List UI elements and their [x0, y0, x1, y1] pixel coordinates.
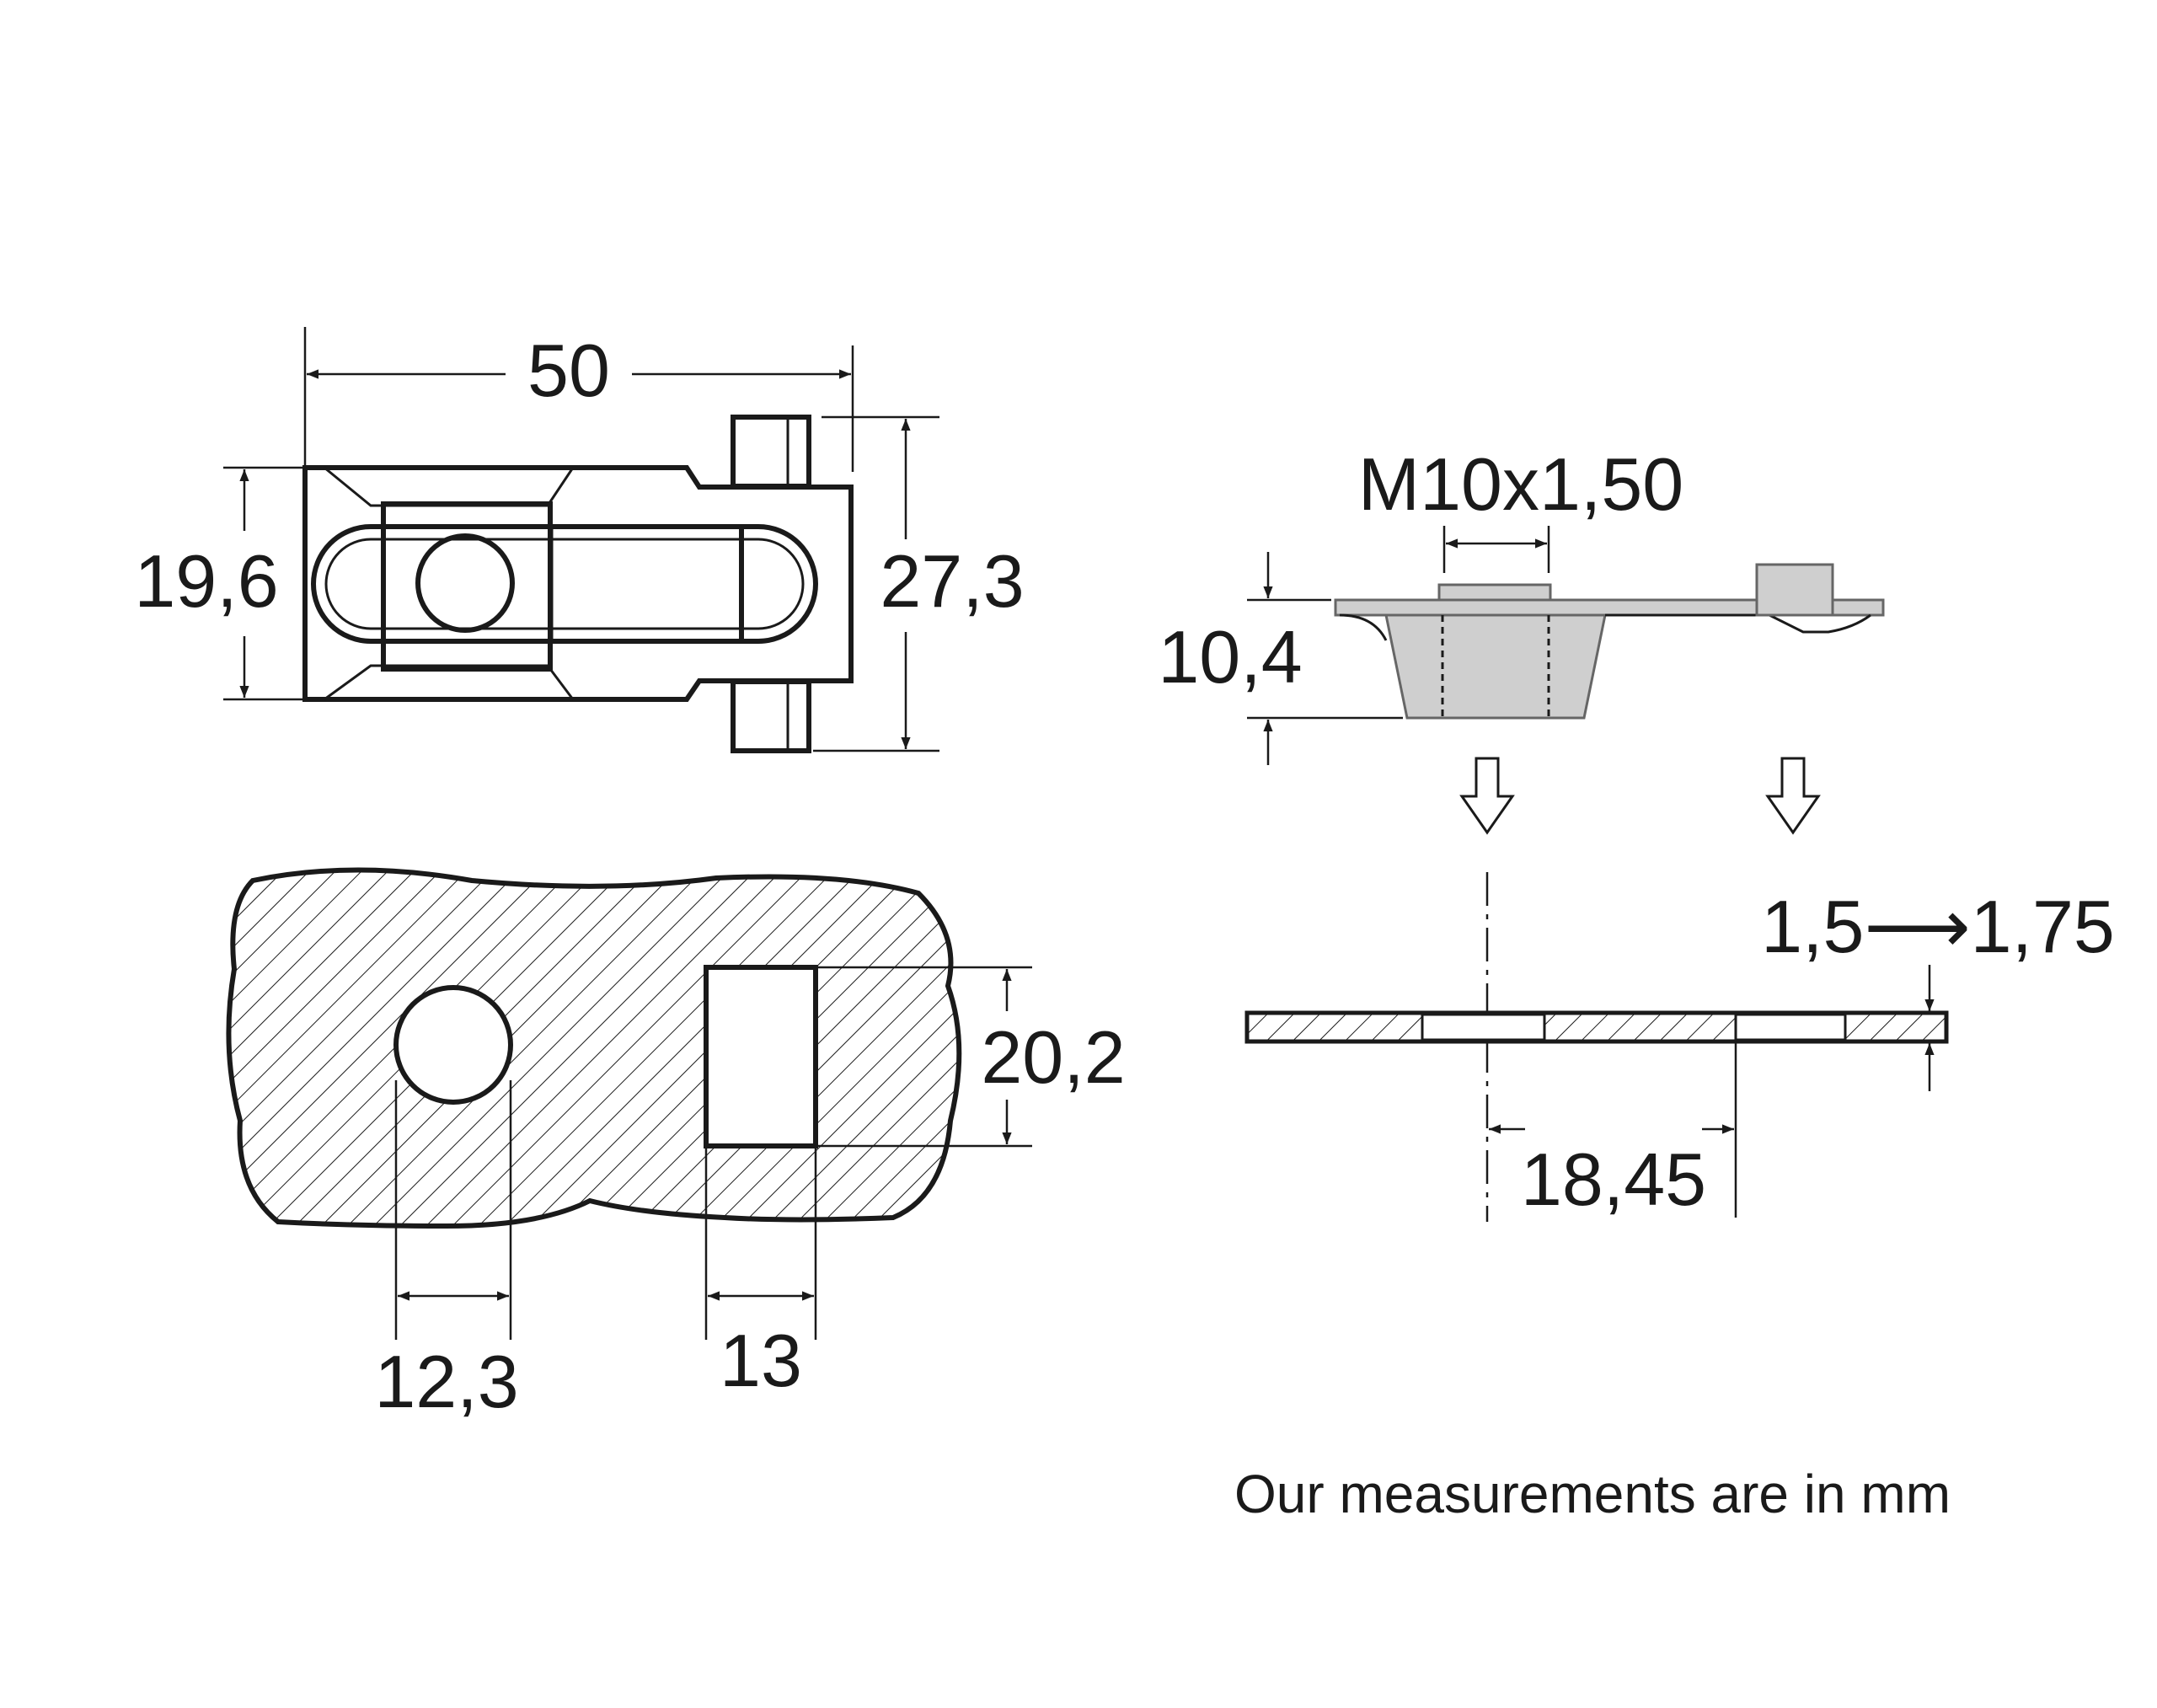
panel-outline — [226, 867, 962, 1229]
plate-curve — [1339, 613, 1388, 641]
dimension-slot-height-label: 20,2 — [981, 1015, 1125, 1099]
slot-inner-outline — [324, 538, 805, 630]
nut-square — [381, 501, 553, 672]
slot-outline — [311, 524, 818, 644]
arrow-down-icon — [1765, 757, 1821, 835]
dimension-length-label: 50 — [527, 329, 610, 412]
tab-bottom — [731, 679, 811, 753]
panel-section-view: 1,5⟶1,75 18,45 — [1244, 872, 2115, 1222]
arrow-down-icon — [1459, 757, 1515, 835]
tab-side — [1755, 563, 1834, 617]
section-hole — [1421, 1013, 1546, 1041]
panel-round-hole — [393, 985, 513, 1105]
section-slot — [1734, 1013, 1847, 1041]
thread-hole — [415, 533, 515, 633]
dimension-spacing-label: 18,45 — [1521, 1138, 1706, 1221]
clip-body-outline — [302, 465, 854, 702]
top-view: 50 19,6 27,3 — [134, 327, 1025, 753]
panel-cutout-view: 20,2 12,3 13 — [226, 867, 1126, 1423]
dimension-slot-width-label: 13 — [720, 1319, 802, 1402]
tab-top — [731, 415, 811, 489]
thread-size-label: M10x1,50 — [1358, 442, 1683, 526]
plate-profile — [1605, 613, 1871, 634]
dimension-hole-width-label: 12,3 — [374, 1340, 518, 1423]
nut-top — [1437, 583, 1552, 602]
side-view: M10x1,50 10,4 — [1158, 442, 1885, 835]
clip-body-chamfer — [324, 466, 575, 507]
dimension-body-width-label: 19,6 — [134, 539, 278, 623]
panel-square-slot — [704, 965, 818, 1148]
nut-cone — [1384, 613, 1607, 720]
dimension-thickness-label: 1,5⟶1,75 — [1761, 885, 2115, 968]
dimension-total-width-label: 27,3 — [880, 539, 1024, 623]
units-note: Our measurements are in mm — [1234, 1464, 1951, 1524]
clip-body-chamfer — [324, 664, 575, 701]
dimension-height-label: 10,4 — [1158, 615, 1302, 699]
